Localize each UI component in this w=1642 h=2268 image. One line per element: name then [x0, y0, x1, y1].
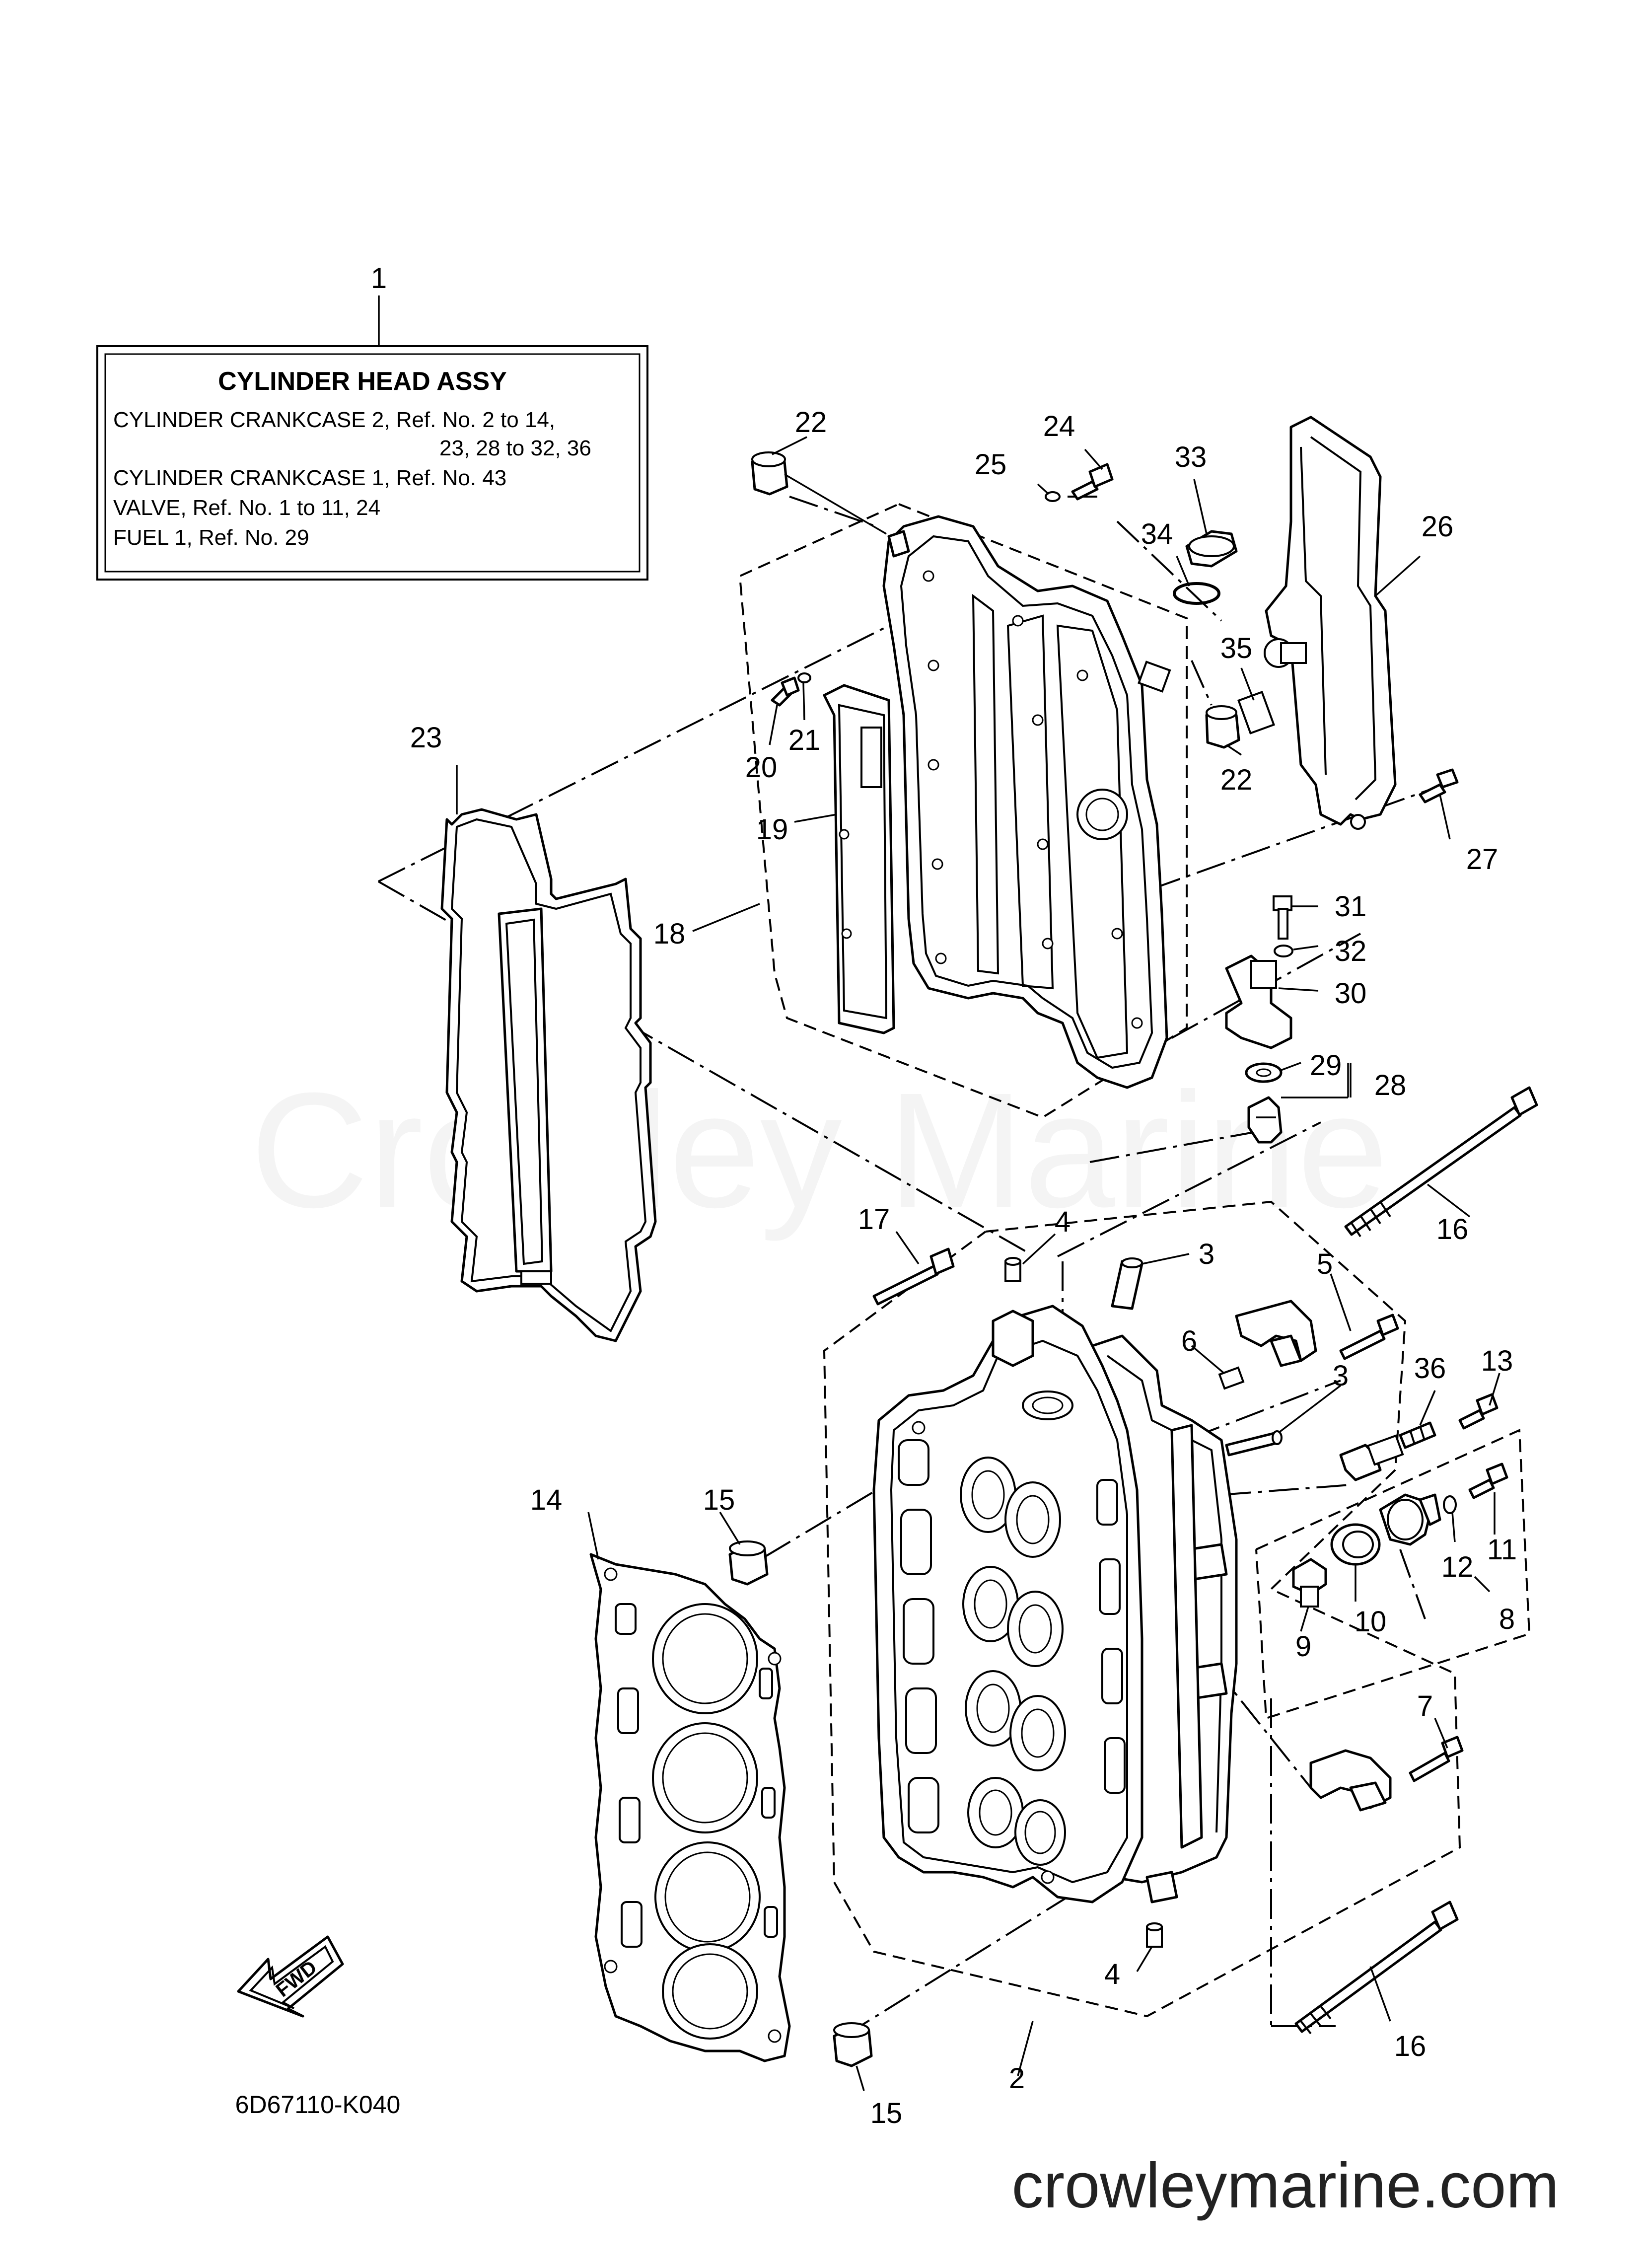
cylinder-head-2 — [872, 1305, 1238, 1903]
callout-15-upper: 15 — [703, 1484, 735, 1516]
callout-27: 27 — [1466, 843, 1499, 876]
small-parts-top — [751, 451, 1459, 804]
callout-13: 13 — [1481, 1345, 1513, 1377]
callout-14: 14 — [530, 1484, 563, 1516]
callout-36: 36 — [1414, 1352, 1446, 1385]
callout-35: 35 — [1220, 632, 1253, 664]
bearing-cap-upper — [1235, 1300, 1317, 1367]
bolt-7 — [1409, 1736, 1464, 1782]
callout-4-lower: 4 — [1104, 1958, 1120, 1990]
pin-4-upper — [1004, 1257, 1021, 1282]
callout-34: 34 — [1141, 518, 1173, 550]
group-outlines — [738, 503, 1531, 2018]
bolt-24 — [1071, 463, 1114, 501]
diagram-code: 6D67110-K040 — [235, 2091, 401, 2119]
callout-18: 18 — [653, 918, 686, 950]
bracket-26 — [1264, 416, 1397, 830]
plug-9 — [1292, 1558, 1327, 1608]
callout-labels: 1 2 3 3 4 4 5 6 7 8 9 10 11 12 13 14 15 … — [371, 262, 1517, 2129]
grommet-22-lower — [1205, 705, 1240, 749]
head-gasket-14 — [589, 1553, 791, 2062]
o-ring-34 — [1173, 582, 1220, 605]
callout-7: 7 — [1417, 1690, 1433, 1722]
callout-21: 21 — [788, 724, 821, 756]
callout-16-upper: 16 — [1436, 1213, 1469, 1245]
label-35 — [1237, 690, 1276, 735]
callout-1: 1 — [371, 262, 387, 294]
long-bolt-16-lower — [1294, 1901, 1459, 2035]
callout-30: 30 — [1335, 977, 1367, 1010]
washer-12 — [1443, 1495, 1457, 1514]
callout-32: 32 — [1335, 935, 1367, 967]
callout-25: 25 — [975, 448, 1007, 481]
leader-lines — [456, 436, 1500, 2091]
pin-4-lower — [1146, 1922, 1163, 1948]
washer-32 — [1274, 945, 1293, 957]
callout-8: 8 — [1499, 1603, 1515, 1635]
legend-line-3: CYLINDER CRANKCASE 1, Ref. No. 43 — [113, 466, 506, 490]
bearing-cap-lower — [1309, 1749, 1392, 1812]
thermostat-10 — [1330, 1523, 1381, 1566]
bolt-11 — [1468, 1463, 1508, 1499]
bolt-20 — [771, 676, 800, 707]
callout-19: 19 — [756, 813, 788, 846]
callout-22-lower: 22 — [1220, 764, 1253, 796]
callout-3-upper: 3 — [1199, 1238, 1214, 1270]
cover-plate-19 — [823, 684, 895, 1034]
fitting-28 — [1247, 1096, 1283, 1144]
legend-title: CYLINDER HEAD ASSY — [218, 367, 507, 396]
callout-24: 24 — [1043, 410, 1075, 442]
callout-20: 20 — [745, 751, 778, 784]
bolt-5 — [1339, 1314, 1399, 1360]
oil-cap-33 — [1185, 530, 1238, 568]
callout-33: 33 — [1175, 441, 1207, 473]
legend-box: CYLINDER HEAD ASSY CYLINDER CRANKCASE 2,… — [96, 295, 648, 581]
callout-3-lower: 3 — [1333, 1360, 1349, 1392]
head-cover-18 — [882, 515, 1171, 1089]
callout-16-lower: 16 — [1394, 2030, 1427, 2062]
callout-9: 9 — [1295, 1630, 1311, 1663]
thermostat-cover — [1379, 1493, 1441, 1546]
dowel-15-upper — [728, 1540, 769, 1586]
dowel-15-lower — [833, 2022, 873, 2067]
pin-6 — [1218, 1366, 1245, 1390]
callout-29: 29 — [1310, 1049, 1342, 1082]
bolt-27 — [1419, 768, 1459, 804]
legend-line-2: 23, 28 to 32, 36 — [439, 436, 591, 460]
callout-22-upper: 22 — [795, 406, 827, 439]
callout-11: 11 — [1487, 1534, 1517, 1566]
sleeve-3-upper — [1111, 1257, 1143, 1310]
washer-21 — [797, 672, 811, 683]
website-text: crowleymarine.com — [1012, 2150, 1560, 2221]
callout-5: 5 — [1317, 1248, 1333, 1280]
watermark-text: Crowley Marine — [250, 1058, 1388, 1243]
callout-15-lower: 15 — [870, 2097, 903, 2129]
sensor-36 — [1339, 1421, 1436, 1481]
bolt-31 — [1273, 895, 1292, 940]
callout-23: 23 — [410, 722, 442, 754]
callout-17: 17 — [858, 1203, 890, 1236]
grommet-22-upper — [751, 451, 887, 535]
callout-28: 28 — [1374, 1069, 1407, 1101]
callout-31: 31 — [1335, 890, 1367, 923]
head-cover-gasket-23 — [440, 808, 657, 1342]
callout-2: 2 — [1009, 2062, 1025, 2095]
fwd-arrow-icon: FWD — [237, 1935, 344, 2018]
callout-10: 10 — [1355, 1606, 1387, 1638]
bolt-17 — [872, 1247, 955, 1306]
callout-6: 6 — [1181, 1325, 1197, 1357]
legend-line-4: VALVE, Ref. No. 1 to 11, 24 — [113, 496, 380, 520]
callout-12: 12 — [1441, 1551, 1474, 1583]
washer-25 — [1045, 491, 1061, 502]
callout-26: 26 — [1422, 511, 1454, 543]
long-bolt-16-upper — [1344, 1086, 1538, 1238]
sleeve-3-lower — [1225, 1430, 1283, 1457]
legend-line-5: FUEL 1, Ref. No. 29 — [113, 525, 309, 550]
fitting-30 — [1225, 954, 1292, 1049]
legend-line-1: CYLINDER CRANKCASE 2, Ref. No. 2 to 14, — [113, 408, 555, 432]
callout-4-upper: 4 — [1055, 1206, 1071, 1238]
